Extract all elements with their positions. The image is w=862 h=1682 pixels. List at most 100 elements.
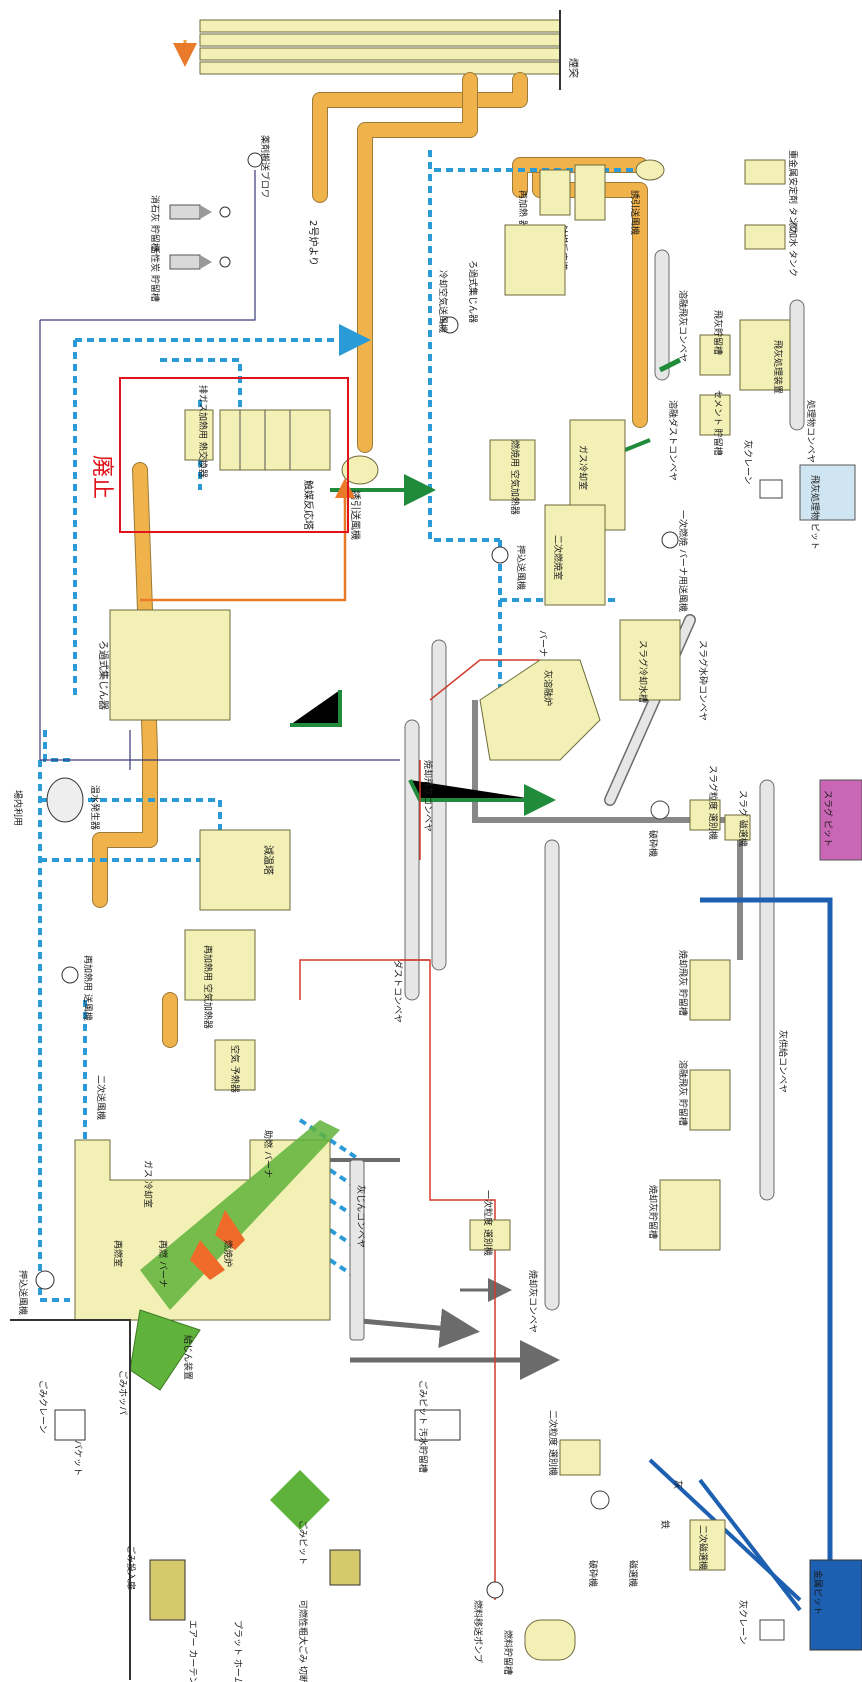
svg-text:灰クレーン: 灰クレーン [737,1600,749,1645]
svg-text:冷却空気送風機: 冷却空気送風機 [437,270,449,333]
svg-text:二次粒度 選別機: 二次粒度 選別機 [547,1410,559,1476]
secondary-combust: 二次燃焼室 [545,505,605,605]
svg-text:再加熱用 空気加熱器: 再加熱用 空気加熱器 [202,945,214,1029]
svg-text:金属ピット: 金属ピット [812,1570,824,1615]
svg-text:再加熱用 送風機: 再加熱用 送風機 [82,955,94,1021]
svg-text:燃焼用 空気加熱器: 燃焼用 空気加熱器 [509,440,521,515]
waste-pit: ごみピット [270,1470,330,1565]
svg-text:薬剤搬送ブロワ: 薬剤搬送ブロワ [259,135,271,198]
slag-sorter: スラグ粒度 選別機 [690,765,720,840]
svg-text:可燃性粗大ごみ 切断機: 可燃性粗大ごみ 切断機 [297,1600,309,1682]
slag-cooler: スラグ冷却水槽 [620,620,680,703]
from-no2-label: 2号炉より [307,220,319,266]
svg-text:飛灰処理物 ピット: 飛灰処理物 ピット [809,475,821,550]
melt-fly-conveyor-label: 溶融飛灰コンベヤ [677,290,689,362]
svg-text:ごみ投入扉: ごみ投入扉 [125,1545,137,1590]
magnetic-sep-label: 磁選機 [627,1560,639,1587]
push-fan: 押込送風機 [17,1270,54,1315]
svg-text:消石灰 貯留槽: 消石灰 貯留槽 [149,195,161,252]
svg-text:空気 予熱器: 空気 予熱器 [229,1045,241,1093]
fuel-tank: 燃料貯留槽 [502,1620,575,1675]
slag-magnetic: スラグ 磁選機 [725,790,750,847]
svg-text:飛灰処理装置: 飛灰処理装置 [772,340,784,394]
svg-text:スラグ冷却水槽: スラグ冷却水槽 [637,640,649,703]
svg-text:誘引送風機: 誘引送風機 [349,490,362,540]
fly-ash-treat: 飛灰処理装置 [740,320,790,394]
abolished-note: 廃止 [89,455,114,499]
bulky-shredder: 可燃性粗大ごみ 切断機 [297,1550,360,1682]
activated-carbon-silo: 活性炭 貯留槽 [149,245,230,302]
fly-ash-conveyor-label: 焼却飛灰コンベヤ [422,760,434,832]
catalyst-reactor: 触媒反応塔 [220,410,330,530]
second-mag: 二次磁選機 [690,1520,725,1570]
dust-conveyor-label: ダストコンベヤ [392,960,404,1023]
combustion-air-heater: 燃焼用 空気加熱器 [490,440,535,515]
platform-label: プラット ホーム [232,1620,243,1682]
hot-water-gen: 温水発生器 [47,778,101,830]
svg-text:二次磁選機: 二次磁選機 [697,1525,709,1570]
ash-conveyor-under: 灰じんコンベヤ [350,1160,367,1340]
svg-text:添加水 タンク: 添加水 タンク [787,220,799,277]
incin-ash-conveyor-label: 焼却灰コンベヤ [527,1270,539,1333]
svg-text:一次粒度 選別機: 一次粒度 選別機 [482,1190,494,1256]
primary-burner-fan: 一次燃焼 バーナ用送風機 [662,510,689,612]
svg-text:スラグ 磁選機: スラグ 磁選機 [737,790,749,847]
reheat-air-heater: 再加熱用 空気加熱器 [185,930,255,1029]
air-preheater: 空気 予熱器 [215,1040,255,1093]
svg-text:燃料貯留槽: 燃料貯留槽 [502,1630,514,1675]
svg-text:ろ過式集じん器: ろ過式集じん器 [97,640,110,710]
svg-text:活性炭 貯留槽: 活性炭 貯留槽 [149,245,161,302]
svg-text:飛灰貯留槽: 飛灰貯留槽 [712,310,724,355]
svg-text:押込送風機: 押込送風機 [17,1270,29,1315]
svg-text:給じん装置: 給じん装置 [182,1335,194,1380]
svg-text:セメント 貯留槽: セメント 貯留槽 [712,390,724,456]
treated-pit: 飛灰処理物 ピット [800,465,855,550]
svg-text:一次燃焼 バーナ用送風機: 一次燃焼 バーナ用送風機 [677,510,689,612]
reheat-fan: 再加熱用 送風機 [62,955,94,1021]
feeder: 給じん装置 [130,1310,200,1390]
water-tank: 添加水 タンク [745,220,799,277]
chimney-label: 煙突 [567,58,580,78]
svg-text:助燃 バーナ: 助燃 バーナ [262,1130,274,1178]
incin-fly-silo: 焼却飛灰 貯留槽 [677,950,730,1020]
water-lines [650,900,830,1610]
svg-text:減温塔: 減温塔 [262,845,275,875]
slag-conveyor-label: スラグ水砕コンベヤ [697,640,709,721]
ash-crane-2: 灰クレーン [742,440,782,498]
incin-ash-silo: 焼却灰貯留槽 [647,1180,720,1250]
svg-text:破砕機: 破砕機 [647,830,659,857]
svg-text:破砕機: 破砕機 [587,1560,599,1587]
svg-text:ごみホッパ: ごみホッパ [117,1370,129,1415]
waste-entrance: ごみ投入扉 [125,1545,185,1620]
waste-bunker: ごみホッパ ごみクレーン バケット [10,1320,130,1680]
cement-silo: セメント 貯留槽 [700,390,730,456]
exhaust-hx: 排ガス加熱用 熱交換器 [185,385,213,478]
svg-text:二次燃焼室: 二次燃焼室 [552,535,564,580]
secondary-sorter: 二次粒度 選別機 [547,1410,600,1476]
fuel-pump: 燃料移送ポンプ [472,1582,503,1663]
svg-text:バケット: バケット [72,1440,83,1476]
svg-text:スラグ ピット: スラグ ピット [822,790,834,847]
ash-feed-conveyor-label: 灰供給コンベヤ [777,1030,789,1093]
melt-fly-silo: 溶融飛灰 貯留槽 [677,1060,730,1130]
svg-text:触媒反応塔: 触媒反応塔 [302,480,315,530]
push-fan-2: 押込送風機 [492,545,527,590]
plant-use-label: 場内利用 [12,790,24,826]
svg-text:スラグ粒度 選別機: スラグ粒度 選別機 [707,765,719,840]
svg-text:二次送風機: 二次送風機 [95,1075,107,1120]
svg-text:再加熱 器: 再加熱 器 [517,190,529,229]
svg-text:排ガス加熱用 熱交換器: 排ガス加熱用 熱交換器 [197,385,209,478]
ash-crane: 灰クレーン [737,1600,784,1645]
svg-text:ごみピット: ごみピット [297,1520,309,1565]
svg-text:誘引送風機: 誘引送風機 [629,190,641,235]
chem-blower: 薬剤搬送ブロワ [248,135,271,198]
svg-text:ろ過式集じん器: ろ過式集じん器 [467,260,479,323]
svg-text:灰じんコンベヤ: 灰じんコンベヤ [355,1185,367,1248]
iron-label: 鉄 [659,1520,671,1529]
svg-text:温水発生器: 温水発生器 [89,785,101,830]
svg-text:ガス 冷却室: ガス 冷却室 [142,1160,154,1208]
slag-pit: スラグ ピット [820,780,862,860]
svg-text:溶融飛灰 貯留槽: 溶融飛灰 貯留槽 [677,1060,689,1126]
fly-ash-silo: 飛灰貯留槽 [700,310,730,375]
